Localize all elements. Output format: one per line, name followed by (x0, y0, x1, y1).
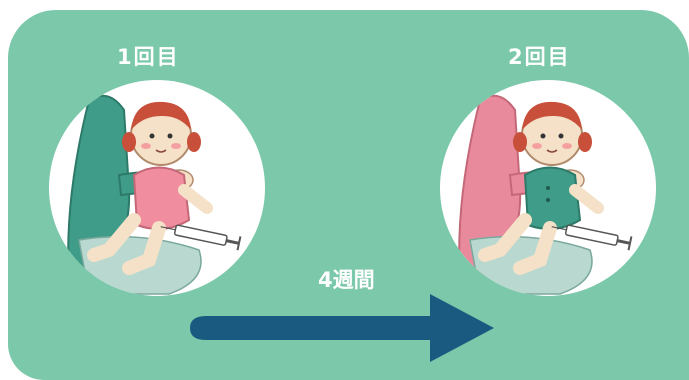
first-dose-illustration (49, 80, 265, 296)
second-dose-illustration (440, 80, 656, 296)
second-dose-label: 2回目 (508, 45, 571, 69)
right-arrow-icon (190, 294, 494, 362)
first-dose-label: 1回目 (117, 45, 180, 69)
interval-label: 4週間 (318, 268, 375, 292)
